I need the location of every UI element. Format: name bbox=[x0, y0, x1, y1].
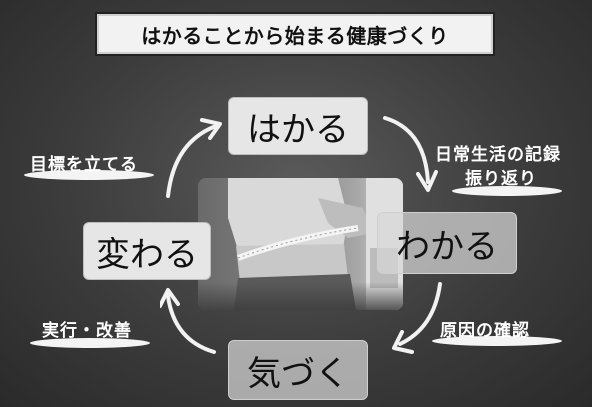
step-record-label-2: 振り返り bbox=[465, 169, 537, 189]
stage-kizuku-box: 気づく bbox=[228, 340, 368, 400]
step-action-label: 実行・改善 bbox=[42, 321, 132, 341]
photo-shadow bbox=[198, 282, 403, 310]
stage-wakaru-box: わかる bbox=[377, 212, 517, 274]
step-cause-label: 原因の確認 bbox=[440, 321, 530, 341]
curved-arrow-icon bbox=[160, 288, 216, 354]
curved-arrow-icon bbox=[383, 116, 438, 192]
stage-kawaru-box: 変わる bbox=[83, 222, 211, 280]
curved-arrow-icon bbox=[166, 118, 222, 198]
stage-hakaru-box: はかる bbox=[228, 97, 368, 155]
slide-title: はかることから始まる健康づくり bbox=[95, 12, 495, 56]
step-goal-label: 目標を立てる bbox=[30, 155, 138, 175]
curved-arrow-icon bbox=[392, 282, 442, 354]
waist-measurement-photo bbox=[198, 178, 403, 310]
underline-bottom-left bbox=[30, 338, 150, 348]
underline-top-right bbox=[452, 186, 562, 196]
underline-top-left bbox=[24, 170, 154, 180]
step-record-label-1: 日常生活の記録 bbox=[435, 145, 561, 165]
underline-bottom-right bbox=[432, 336, 562, 346]
